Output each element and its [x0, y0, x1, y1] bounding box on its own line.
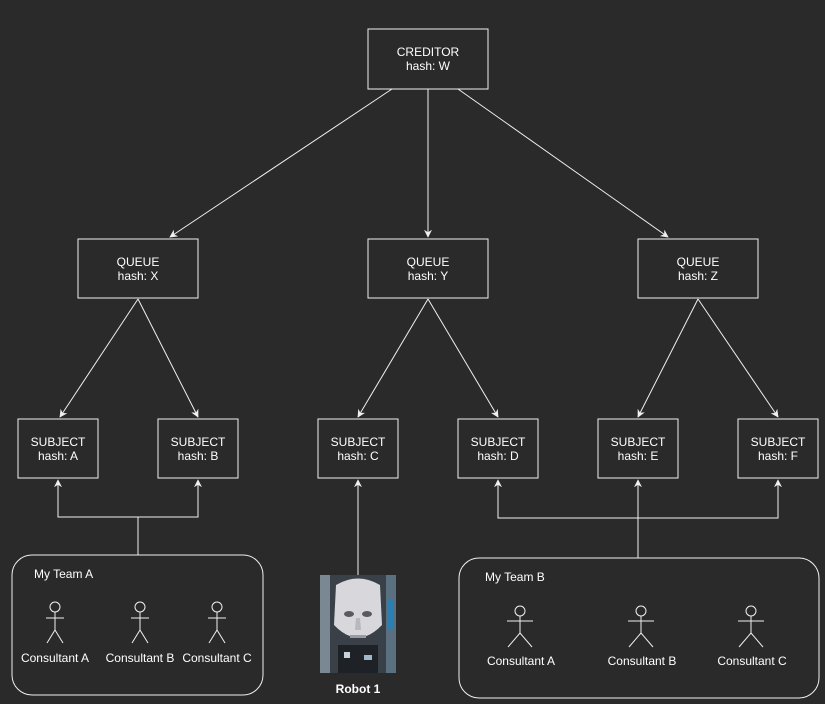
subject-hash-label: hash: B	[178, 449, 219, 463]
queue-node-z[interactable]: QUEUE hash: Z	[637, 238, 759, 299]
subject-node-a[interactable]: SUBJECT hash: A	[17, 418, 99, 479]
edge-queue-y-subject-d	[427, 298, 499, 418]
edge-team-a-subject-a	[54, 479, 139, 555]
queue-type-label: QUEUE	[407, 255, 450, 269]
assignment-edges	[54, 479, 782, 575]
actor-icon	[507, 605, 533, 648]
robot-image	[320, 575, 396, 673]
edge-queue-x-subject-b	[137, 298, 199, 418]
subject-node-e[interactable]: SUBJECT hash: E	[597, 418, 679, 479]
subject-hash-label: hash: E	[618, 449, 659, 463]
creditor-edges	[169, 88, 669, 238]
edge-creditor-queue-x	[169, 88, 393, 238]
team-a-title: My Team A	[34, 567, 93, 581]
consultant-label: Consultant B	[106, 651, 175, 665]
creditor-node[interactable]: CREDITOR hash: W	[367, 28, 489, 90]
subject-type-label: SUBJECT	[331, 435, 386, 449]
consultant-label: Consultant A	[21, 651, 89, 665]
robot-node[interactable]: Robot 1	[320, 575, 396, 696]
actor-icon	[738, 605, 764, 648]
creditor-type-label: CREDITOR	[397, 45, 460, 59]
subject-box	[17, 418, 99, 479]
edge-team-a-subject-b	[138, 479, 202, 518]
subject-box	[737, 418, 819, 479]
subject-type-label: SUBJECT	[611, 435, 666, 449]
subject-type-label: SUBJECT	[31, 435, 86, 449]
subject-type-label: SUBJECT	[751, 435, 806, 449]
queue-type-label: QUEUE	[677, 255, 720, 269]
queue-box	[77, 238, 199, 299]
queue-hash-label: hash: Y	[408, 269, 448, 283]
queue-hash-label: hash: Z	[678, 269, 718, 283]
subject-type-label: SUBJECT	[471, 435, 526, 449]
subject-box	[157, 418, 239, 479]
consultant-label: Consultant B	[608, 654, 677, 668]
subject-box	[317, 418, 399, 479]
subject-node-b[interactable]: SUBJECT hash: B	[157, 418, 239, 479]
actor-icon	[46, 601, 64, 644]
edge-queue-y-subject-c	[357, 298, 429, 418]
subject-node-f[interactable]: SUBJECT hash: F	[737, 418, 819, 479]
subject-hash-label: hash: D	[477, 449, 519, 463]
edge-queue-z-subject-e	[637, 298, 699, 418]
consultant-label: Consultant C	[182, 651, 252, 665]
team-a-box	[11, 554, 264, 696]
subject-type-label: SUBJECT	[171, 435, 226, 449]
team-b-group[interactable]: My Team B Consultant A Consultant B Cons…	[458, 557, 820, 699]
robot-label: Robot 1	[336, 682, 381, 696]
team-a-group[interactable]: My Team A Consultant A Consultant B Cons…	[11, 554, 264, 696]
creditor-hash-label: hash: W	[406, 59, 451, 73]
creditor-box	[367, 28, 489, 90]
edge-creditor-queue-z	[457, 88, 669, 238]
subject-hash-label: hash: A	[38, 449, 78, 463]
edge-queue-x-subject-a	[59, 298, 139, 418]
actor-icon	[131, 601, 149, 644]
queue-edges	[59, 298, 779, 418]
consultant-label: Consultant C	[717, 654, 787, 668]
edge-team-b-subject-f	[638, 479, 782, 519]
subject-node-c[interactable]: SUBJECT hash: C	[317, 418, 399, 479]
queue-node-x[interactable]: QUEUE hash: X	[77, 238, 199, 299]
consultant-label: Consultant A	[487, 654, 555, 668]
subject-box	[457, 418, 539, 479]
queue-hash-label: hash: X	[118, 269, 159, 283]
edge-queue-z-subject-f	[697, 298, 779, 418]
actor-icon	[628, 605, 654, 648]
actor-icon	[208, 601, 226, 644]
team-b-box	[458, 557, 820, 699]
queue-box	[367, 238, 489, 299]
team-b-title: My Team B	[485, 570, 545, 584]
edge-team-b-subject-d	[494, 479, 639, 558]
queue-box	[637, 238, 759, 299]
subject-box	[597, 418, 679, 479]
subject-hash-label: hash: C	[337, 449, 379, 463]
queue-node-y[interactable]: QUEUE hash: Y	[367, 238, 489, 299]
subject-node-d[interactable]: SUBJECT hash: D	[457, 418, 539, 479]
subject-hash-label: hash: F	[758, 449, 798, 463]
queue-type-label: QUEUE	[117, 255, 160, 269]
